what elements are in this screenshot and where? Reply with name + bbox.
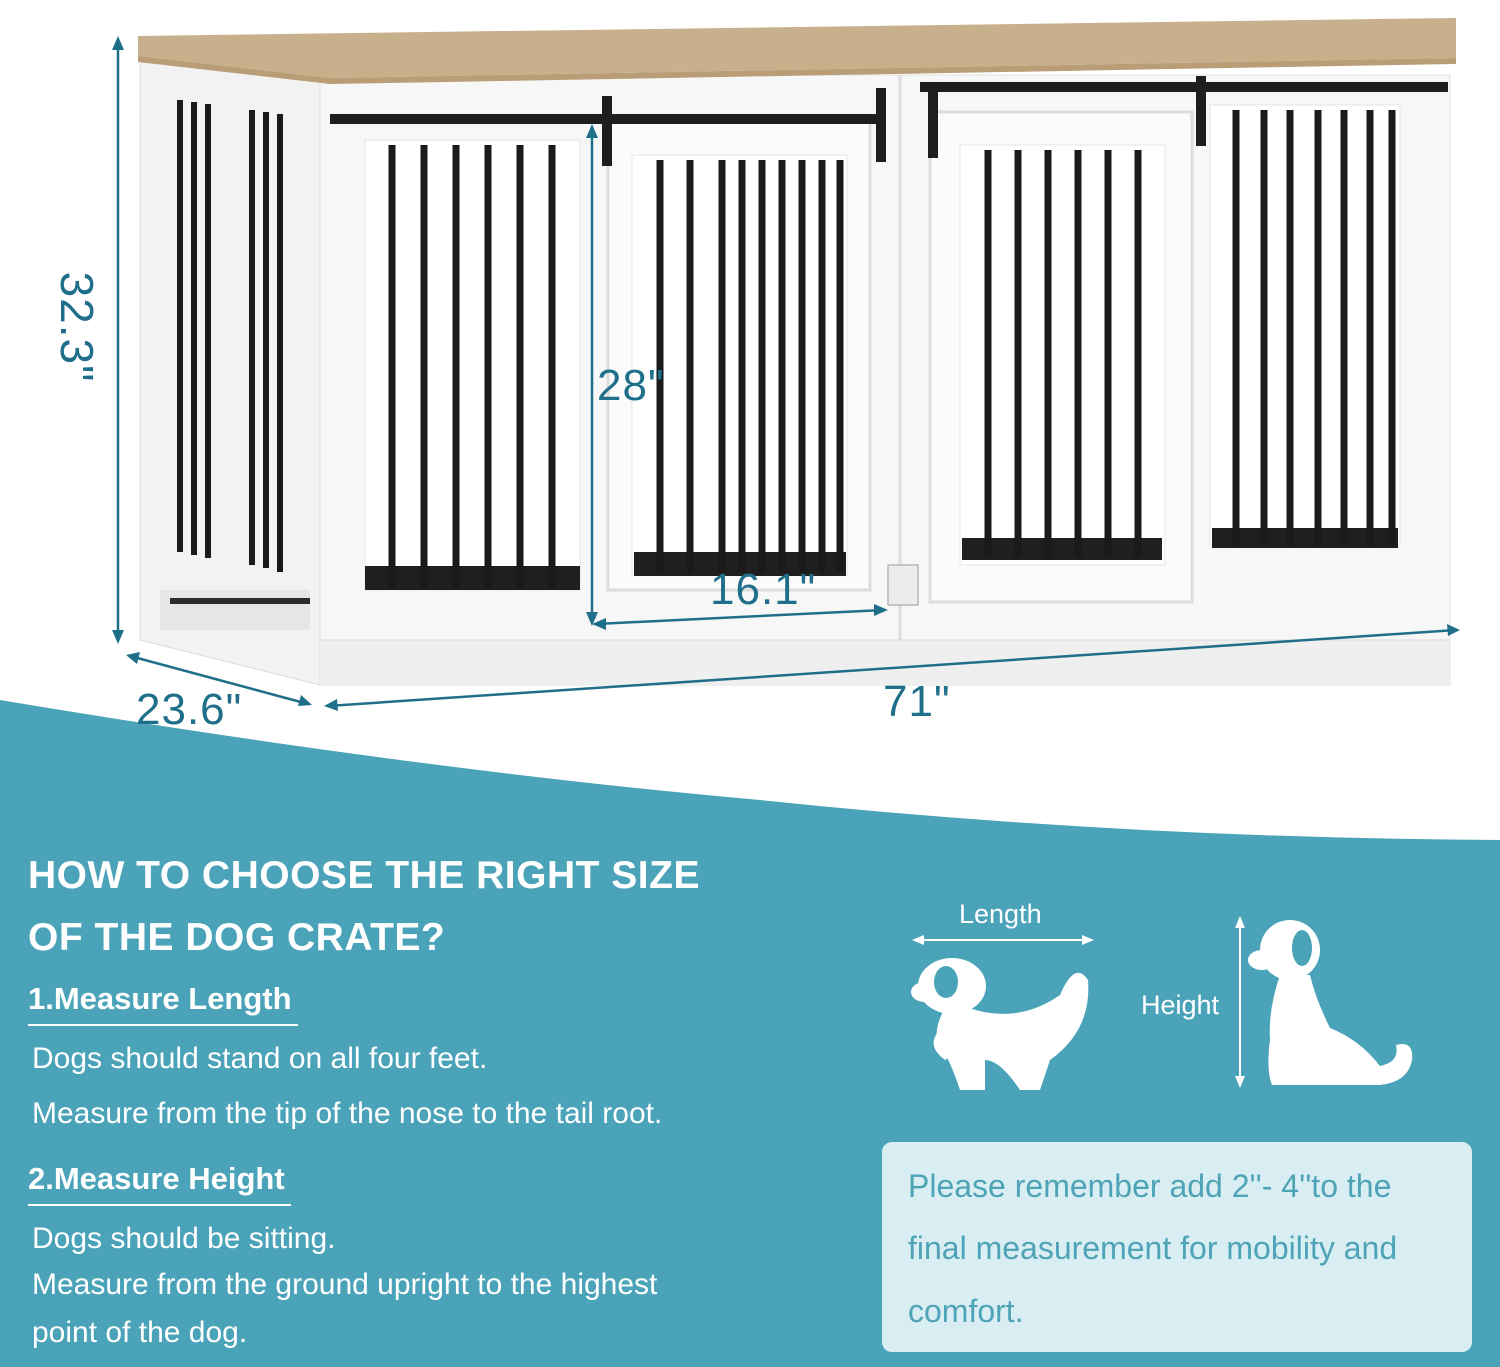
note-box (882, 1142, 1472, 1352)
dimension-total-height: 32.3" (51, 271, 103, 383)
step-2-text-line-1: Dogs should be sitting. (32, 1222, 336, 1255)
dimension-door-width: 16.1" (710, 565, 817, 614)
crate-side-panel (139, 49, 321, 686)
front-bars (388, 110, 1396, 588)
right-door-rail (920, 82, 1448, 92)
step-2-title: 2.Measure Height (28, 1163, 291, 1206)
note-line-3: comfort. (908, 1293, 1024, 1329)
length-label: Length (959, 899, 1042, 929)
height-arrow (1235, 916, 1245, 1088)
note-line-2: final measurement for mobility and (908, 1230, 1398, 1266)
guide-heading-line-2: OF THE DOG CRATE? (28, 916, 446, 959)
side-tray (160, 590, 310, 630)
length-arrow (912, 935, 1094, 945)
wood-top (138, 18, 1456, 78)
guide-heading-line-1: HOW TO CHOOSE THE RIGHT SIZE (28, 854, 700, 897)
height-label: Height (1141, 990, 1220, 1020)
dimension-depth: 23.6" (136, 685, 243, 734)
step-2-text-line-3: point of the dog. (32, 1316, 248, 1349)
step-2-text-line-2: Measure from the ground upright to the h… (32, 1268, 658, 1301)
note-line-1: Please remember add 2''- 4''to the (908, 1168, 1392, 1204)
step-1-text-line-1: Dogs should stand on all four feet. (32, 1042, 488, 1075)
dimension-length: 71" (883, 677, 951, 726)
side-bars (177, 100, 283, 572)
dog-crate (138, 18, 1456, 686)
dimension-door-height: 28" (597, 361, 665, 410)
step-1-text-line-2: Measure from the tip of the nose to the … (32, 1097, 663, 1130)
dimension-lines (112, 36, 1460, 711)
step-1-title: 1.Measure Length (28, 983, 298, 1026)
